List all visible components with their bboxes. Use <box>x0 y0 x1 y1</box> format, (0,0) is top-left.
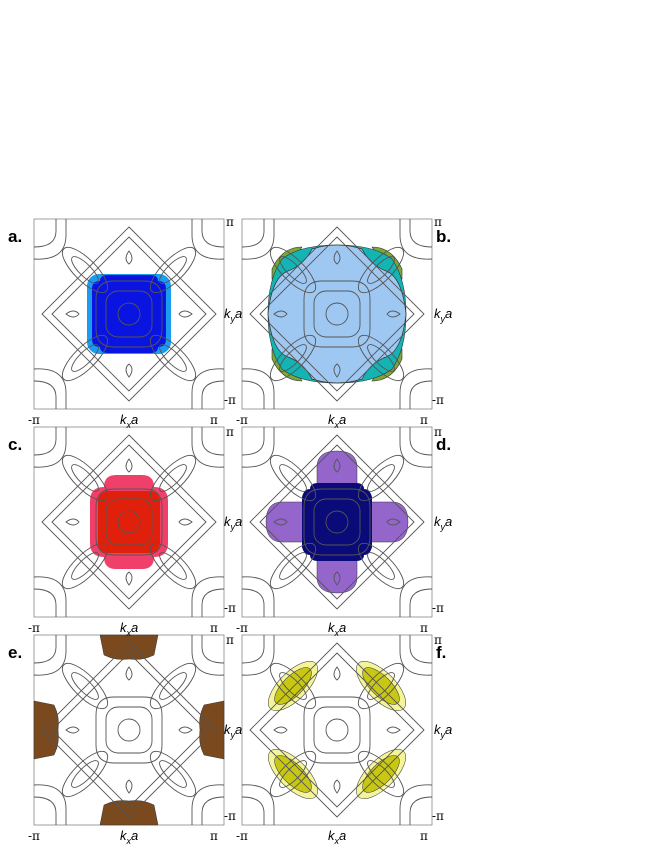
panel-d-xlabel: kxa <box>328 620 346 638</box>
panel-d-xtick-max: π <box>420 621 428 635</box>
panel-a-xlabel: kxa <box>120 412 138 430</box>
panel-f-ytick-max: π <box>434 633 442 647</box>
panel-f-frame <box>241 634 433 826</box>
panel-f-xlabel: kxa <box>328 828 346 846</box>
panel-e-xtick-max: π <box>210 829 218 843</box>
panel-c <box>33 426 225 618</box>
panel-a-ytick-max: π <box>226 215 234 229</box>
panel-d-ytick-max: π <box>434 425 442 439</box>
panel-f-olive-ovals <box>274 667 400 793</box>
panel-f-xtick-max: π <box>420 829 428 843</box>
panel-f-label: f. <box>436 643 446 662</box>
panel-e-frame <box>33 634 225 826</box>
panel-e <box>33 634 225 826</box>
panel-d-ytick-min: -π <box>432 601 444 615</box>
panel-c-ytick-min: -π <box>224 601 236 615</box>
panel-d-navy-region <box>302 483 372 561</box>
panel-d-label: d. <box>436 435 451 454</box>
panel-c-label: c. <box>8 435 22 454</box>
panel-c-ylabel: kya <box>224 514 242 532</box>
panel-e-xlabel: kxa <box>120 828 138 846</box>
panel-e-ytick-max: π <box>226 633 234 647</box>
panel-a-ytick-min: -π <box>224 393 236 407</box>
panel-b-xlabel: kxa <box>328 412 346 430</box>
panel-e-ytick-min: -π <box>224 809 236 823</box>
panel-f-xtick-min: -π <box>236 829 248 843</box>
panel-e-brown-pockets <box>33 634 225 826</box>
panel-b-ytick-min: -π <box>432 393 444 407</box>
panel-f-ylabel: kya <box>434 722 452 740</box>
panel-a-xtick-min: -π <box>28 413 40 427</box>
panel-d-ylabel: kya <box>434 514 452 532</box>
panel-a-xtick-max: π <box>210 413 218 427</box>
panel-c-inner-region <box>98 491 160 553</box>
panel-b-ylabel: kya <box>434 306 452 324</box>
panel-c-xlabel: kxa <box>120 620 138 638</box>
panel-d <box>241 426 433 618</box>
panel-a-inner-region <box>92 275 166 353</box>
panel-e-label: e. <box>8 643 22 662</box>
panel-b <box>241 218 433 410</box>
panel-c-ytick-max: π <box>226 425 234 439</box>
panel-e-ylabel: kya <box>224 722 242 740</box>
panel-b-blue-region <box>267 244 407 384</box>
panel-f-ytick-min: -π <box>432 809 444 823</box>
panel-f <box>241 634 433 826</box>
panel-a-label: a. <box>8 227 22 246</box>
panel-e-xtick-min: -π <box>28 829 40 843</box>
panel-a <box>33 218 225 410</box>
panel-c-xtick-min: -π <box>28 621 40 635</box>
panel-b-label: b. <box>436 227 451 246</box>
panel-b-xtick-max: π <box>420 413 428 427</box>
panel-b-xtick-min: -π <box>236 413 248 427</box>
panel-b-ytick-max: π <box>434 215 442 229</box>
panel-d-xtick-min: -π <box>236 621 248 635</box>
panel-c-xtick-max: π <box>210 621 218 635</box>
panel-a-ylabel: kya <box>224 306 242 324</box>
